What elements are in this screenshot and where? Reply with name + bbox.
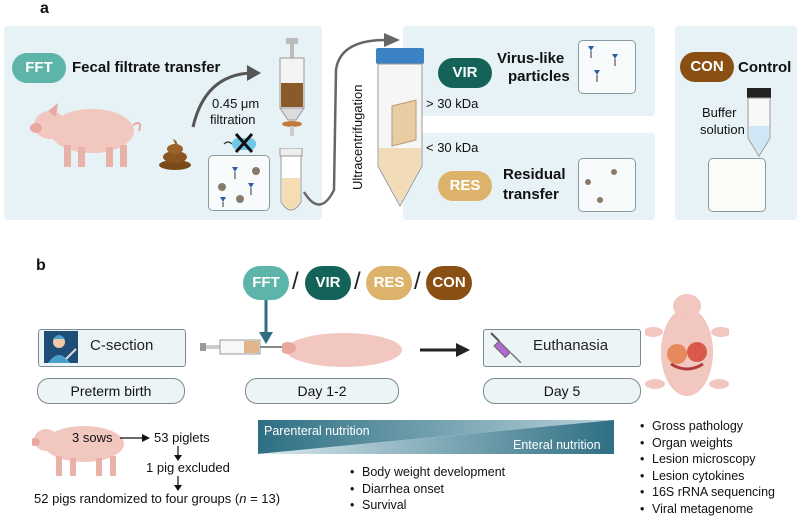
buffer-line2: solution — [700, 122, 745, 137]
syringe-icon — [200, 336, 286, 358]
pig-illustration — [30, 95, 160, 175]
arrow-excluded-randomized — [172, 476, 184, 492]
filtrate-particles-icon — [210, 157, 268, 209]
outcome-item: Body weight development — [362, 464, 505, 481]
centrifuge-tube-icon — [372, 48, 428, 208]
timeline-preterm-birth: Preterm birth — [37, 378, 185, 404]
residual-particles-icon — [580, 160, 632, 208]
size-gt30: > 30 kDa — [426, 96, 478, 111]
outcomes-right-list: Gross pathology Organ weights Lesion mic… — [640, 418, 775, 517]
res-title-line1: Residual — [503, 166, 566, 183]
csection-label: C-section — [90, 337, 153, 354]
timeline-day-1-2: Day 1-2 — [245, 378, 399, 404]
vir-title-line2: particles — [508, 68, 570, 85]
excluded-count: 1 pig excluded — [146, 460, 230, 475]
vir-badge: VIR — [438, 58, 492, 88]
timeline-day-5: Day 5 — [483, 378, 641, 404]
vir-title-line1: Virus-like — [497, 50, 564, 67]
con-sample-box — [708, 158, 766, 212]
outcome-item: Lesion microscopy — [652, 451, 775, 468]
sow-icon — [32, 418, 132, 480]
parenteral-label: Parenteral nutrition — [264, 424, 370, 438]
enteral-label: Enteral nutrition — [513, 438, 601, 452]
outcome-item: Survival — [362, 497, 505, 514]
outcome-item: Gross pathology — [652, 418, 775, 435]
separator-3: / — [414, 268, 421, 296]
outcome-item: 16S rRNA sequencing — [652, 484, 775, 501]
panel-b-label: b — [36, 257, 46, 275]
preterm-piglet-icon — [282, 326, 406, 370]
res-badge: RES — [438, 171, 492, 201]
arrow-sows-piglets — [120, 432, 152, 444]
filtration-label: filtration — [210, 112, 256, 127]
injection-syringe-icon — [489, 331, 523, 363]
separator-1: / — [292, 268, 299, 296]
con-badge: CON — [680, 52, 734, 82]
dissected-piglet-icon — [645, 292, 729, 402]
outcome-item: Viral metagenome — [652, 501, 775, 517]
group-badge-vir: VIR — [305, 266, 351, 300]
filtration-size: 0.45 μm — [212, 96, 259, 111]
timeline-arrow — [420, 340, 470, 360]
separator-2: / — [354, 268, 361, 296]
randomized-text: 52 pigs randomized to four groups (n = 1… — [34, 491, 280, 506]
ultracentrifugation-label: Ultracentrifugation — [350, 60, 365, 190]
group-badge-res: RES — [366, 266, 412, 300]
fft-badge: FFT — [12, 53, 66, 83]
piglets-count: 53 piglets — [154, 430, 210, 445]
bacteria-removed-icon — [222, 132, 262, 154]
buffer-line1: Buffer — [702, 105, 736, 120]
outcome-item: Lesion cytokines — [652, 468, 775, 485]
panel-a-label: a — [40, 0, 49, 18]
buffer-tube-icon — [744, 88, 774, 158]
surgeon-icon — [44, 331, 78, 363]
euthanasia-label: Euthanasia — [533, 337, 608, 354]
sows-count: 3 sows — [72, 430, 112, 445]
con-title: Control — [738, 59, 791, 76]
res-title-line2: transfer — [503, 186, 559, 203]
outcome-item: Organ weights — [652, 435, 775, 452]
randomized-prefix: 52 pigs randomized to four groups ( — [34, 491, 239, 506]
group-badge-fft: FFT — [243, 266, 289, 300]
randomized-suffix: = 13) — [246, 491, 280, 506]
phage-particles-icon — [580, 42, 632, 90]
size-lt30: < 30 kDa — [426, 140, 478, 155]
feces-icon — [158, 135, 192, 171]
outcome-item: Diarrhea onset — [362, 481, 505, 498]
group-badge-con: CON — [426, 266, 472, 300]
outcomes-middle-list: Body weight development Diarrhea onset S… — [350, 464, 505, 514]
